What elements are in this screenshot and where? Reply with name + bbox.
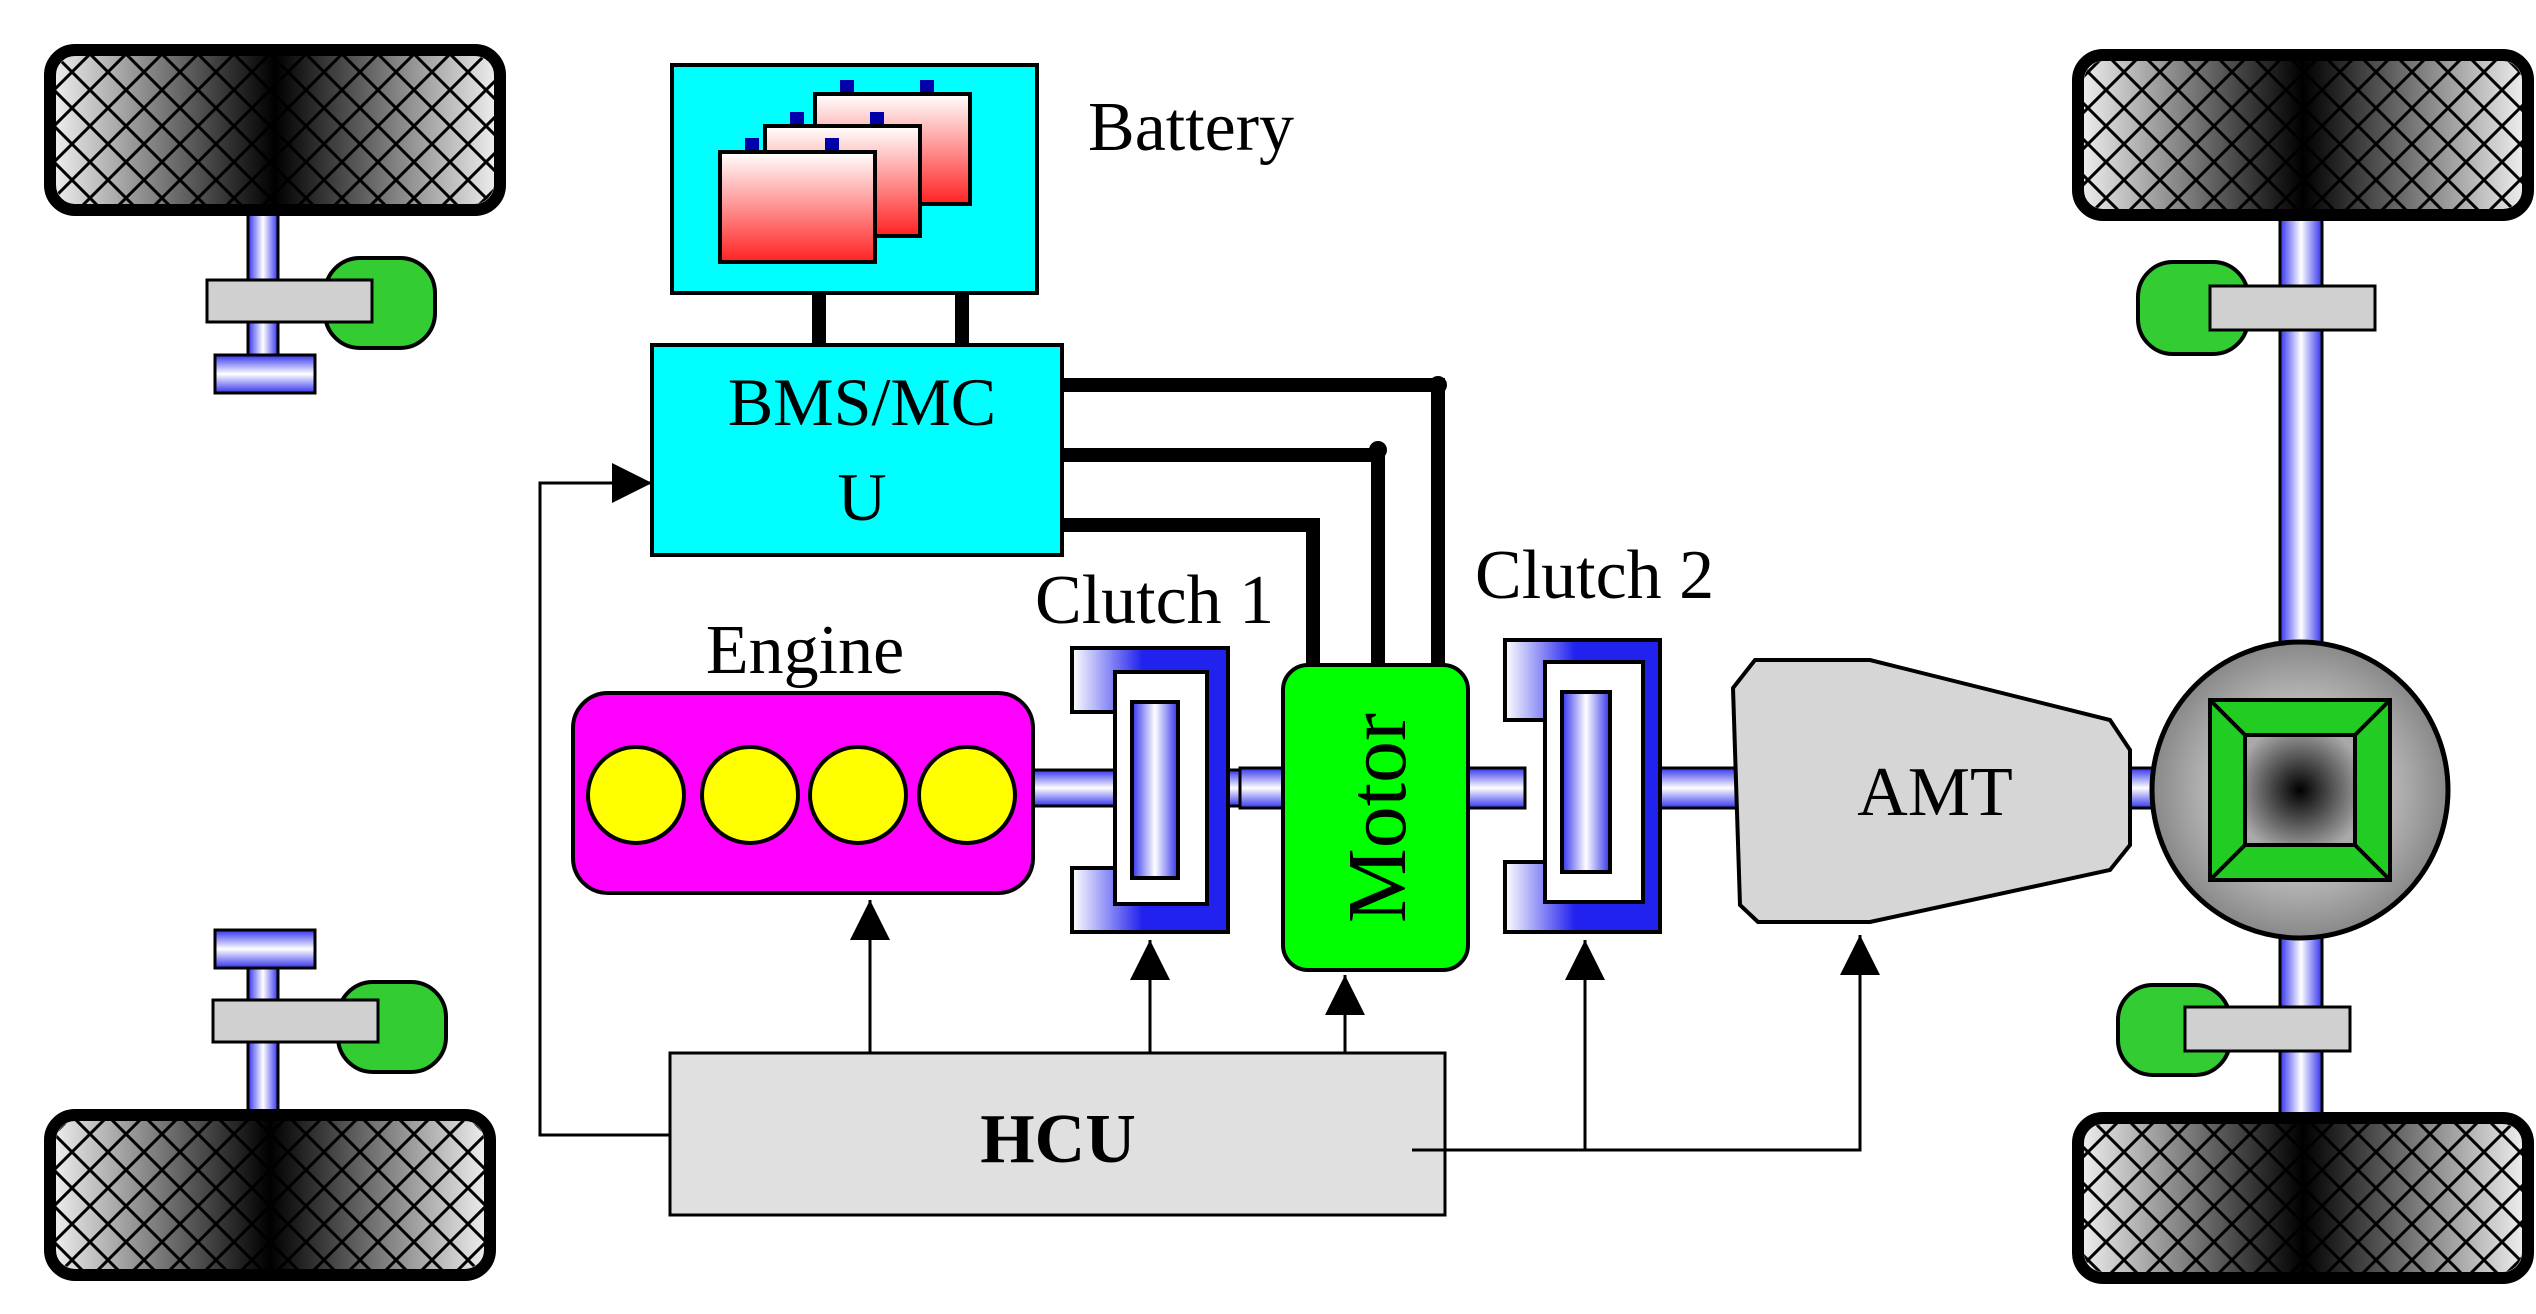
engine-label: Engine bbox=[706, 612, 904, 689]
clutch1-label: Clutch 1 bbox=[1035, 562, 1274, 639]
tire-icon bbox=[2072, 1112, 2534, 1284]
bms-mcu-box bbox=[650, 343, 1064, 557]
battery-pack-icon bbox=[718, 80, 972, 264]
tire-icon bbox=[2072, 49, 2534, 221]
clutch1 bbox=[1070, 646, 1230, 934]
bms-mcu-label-line2: U bbox=[837, 459, 886, 535]
motor-block bbox=[1281, 663, 1470, 972]
tire-icon bbox=[44, 44, 506, 216]
cable-dots bbox=[1369, 376, 1447, 459]
tire-icon bbox=[44, 1109, 496, 1281]
bms-mcu-label-line1: BMS/MC bbox=[728, 364, 996, 440]
control-signals bbox=[538, 463, 1880, 1152]
hcu-label: HCU bbox=[980, 1101, 1136, 1178]
motor-label: Motor bbox=[1331, 713, 1424, 923]
hcu-box bbox=[668, 1051, 1447, 1217]
wheel-front-left bbox=[44, 44, 506, 395]
amt-gearbox bbox=[1730, 658, 2132, 924]
wheel-rear-right bbox=[2072, 983, 2534, 1284]
clutch2 bbox=[1503, 638, 1662, 934]
wheel-rear-left bbox=[44, 928, 496, 1281]
battery-label: Battery bbox=[1088, 89, 1294, 166]
battery-box bbox=[670, 63, 1039, 295]
differential-icon bbox=[2149, 639, 2451, 941]
engine-block bbox=[571, 691, 1035, 895]
wheel-front-right bbox=[2072, 49, 2534, 1132]
clutch2-label: Clutch 2 bbox=[1475, 537, 1714, 614]
amt-label: AMT bbox=[1857, 754, 2013, 831]
battery-bms-links bbox=[812, 293, 969, 345]
